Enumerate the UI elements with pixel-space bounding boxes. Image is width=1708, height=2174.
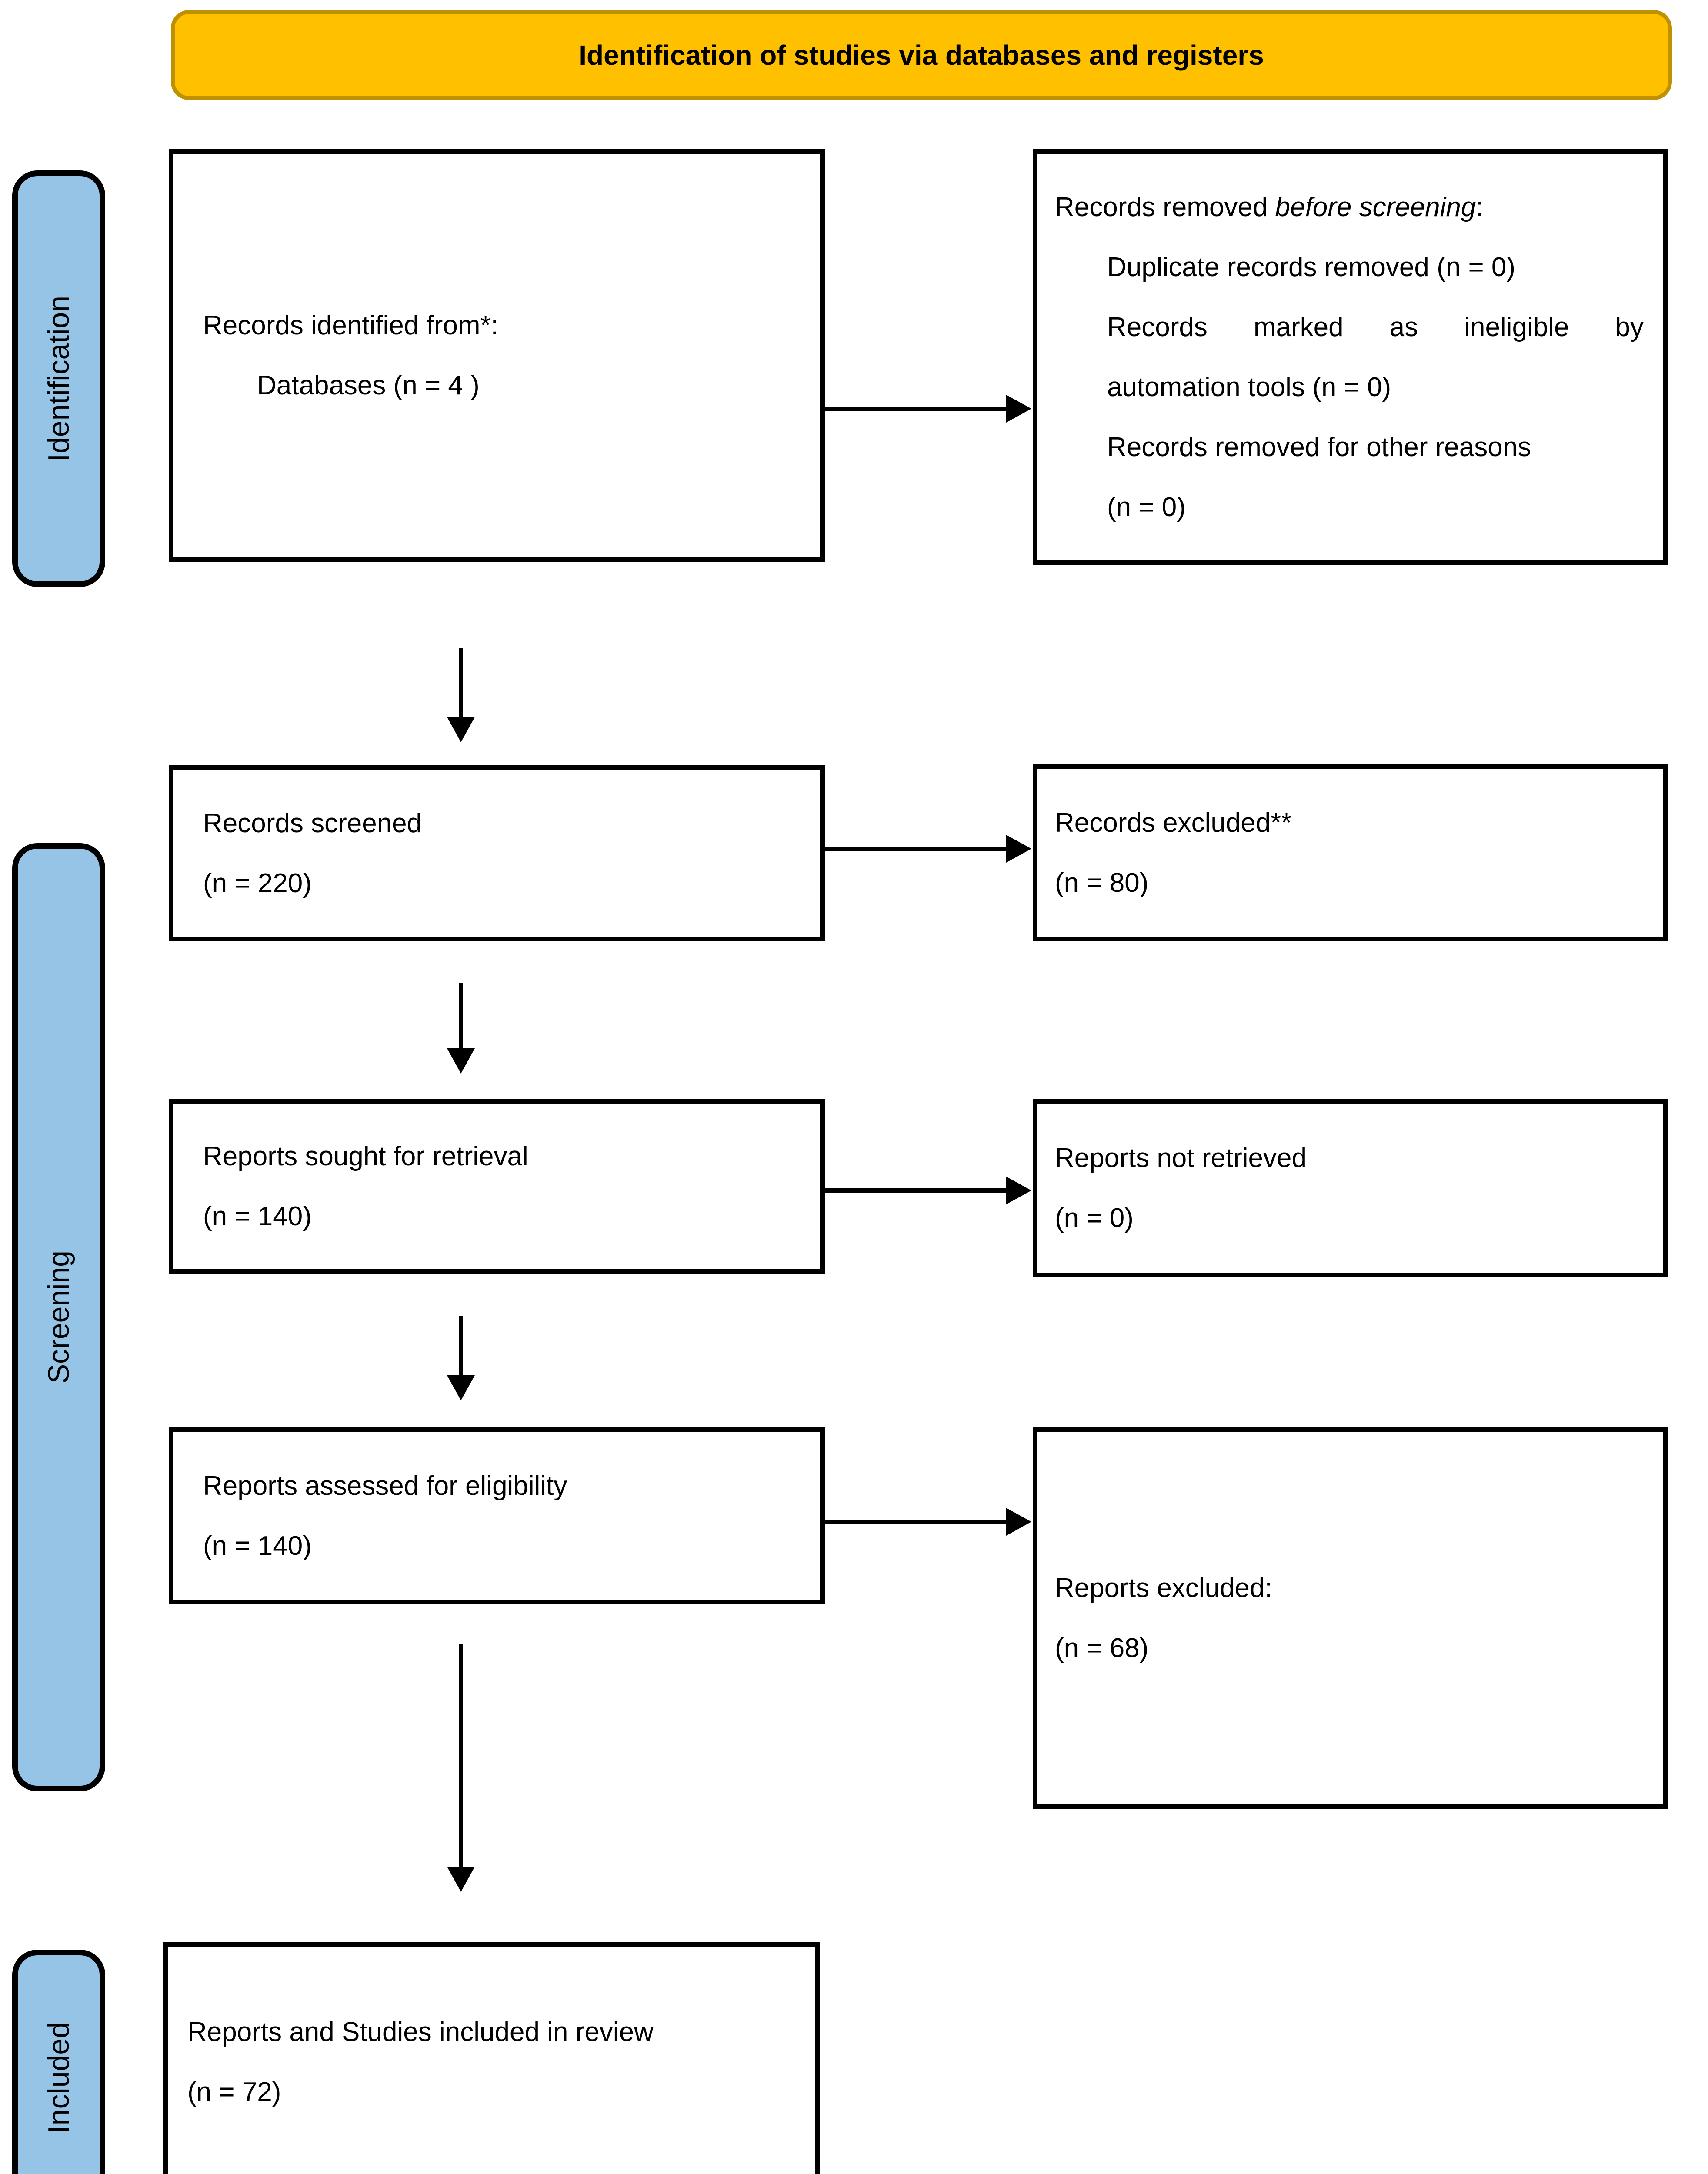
arrow-identified-to-removed — [825, 395, 1031, 423]
records-removed-item-other-1: Records removed for other reasons — [1107, 432, 1531, 462]
box-records-screened: Records screened (n = 220) — [169, 765, 825, 941]
banner-title-text: Identification of studies via databases … — [579, 39, 1264, 71]
stage-label-identification-text: Identification — [42, 296, 75, 462]
records-removed-intro-pre: Records removed — [1055, 192, 1275, 222]
box-reports-excluded: Reports excluded: (n = 68) — [1033, 1427, 1668, 1809]
records-removed-item-ineligible-1: Records marked as ineligible by — [1107, 312, 1644, 342]
reports-assessed-line2: (n = 140) — [203, 1530, 312, 1561]
arrow-assessed-to-reports-excluded — [825, 1508, 1031, 1536]
box-reports-sought: Reports sought for retrieval (n = 140) — [169, 1099, 825, 1274]
records-removed-intro-italic: before screening — [1275, 192, 1476, 222]
records-excluded-line2: (n = 80) — [1055, 867, 1149, 898]
included-in-review-line2: (n = 72) — [187, 2077, 281, 2107]
reports-sought-line2: (n = 140) — [203, 1201, 312, 1231]
banner-title: Identification of studies via databases … — [171, 10, 1672, 100]
box-records-removed: Records removed before screening: Duplic… — [1033, 149, 1668, 565]
included-in-review-line1: Reports and Studies included in review — [187, 2017, 654, 2047]
box-records-excluded: Records excluded** (n = 80) — [1033, 764, 1668, 941]
stage-label-included: Included — [12, 1950, 105, 2174]
stage-label-included-text: Included — [42, 2021, 75, 2134]
box-reports-assessed: Reports assessed for eligibility (n = 14… — [169, 1427, 825, 1604]
records-screened-line2: (n = 220) — [203, 868, 312, 898]
records-excluded-line1: Records excluded** — [1055, 807, 1292, 838]
reports-not-retrieved-line2: (n = 0) — [1055, 1203, 1134, 1233]
reports-sought-line1: Reports sought for retrieval — [203, 1141, 528, 1171]
reports-excluded-line2: (n = 68) — [1055, 1633, 1149, 1663]
stage-label-identification: Identification — [12, 170, 105, 587]
records-identified-line1: Records identified from*: — [203, 310, 498, 340]
records-identified-line2: Databases (n = 4 ) — [257, 370, 480, 400]
arrow-sought-to-assessed — [447, 1316, 475, 1400]
arrow-screened-to-excluded — [825, 835, 1031, 863]
arrow-identified-to-screened — [447, 648, 475, 742]
box-records-identified: Records identified from*: Databases (n =… — [169, 149, 825, 562]
arrow-assessed-to-included — [447, 1644, 475, 1892]
reports-assessed-line1: Reports assessed for eligibility — [203, 1470, 567, 1501]
box-included-in-review: Reports and Studies included in review (… — [163, 1942, 820, 2174]
stage-label-screening: Screening — [12, 843, 105, 1791]
records-removed-intro-post: : — [1476, 192, 1484, 222]
records-removed-item-duplicates: Duplicate records removed (n = 0) — [1107, 252, 1516, 282]
reports-excluded-line1: Reports excluded: — [1055, 1573, 1272, 1603]
records-screened-line1: Records screened — [203, 808, 422, 838]
records-removed-item-other-2: (n = 0) — [1107, 492, 1186, 522]
stage-label-screening-text: Screening — [42, 1250, 75, 1384]
records-removed-intro: Records removed before screening: — [1055, 177, 1644, 237]
arrow-sought-to-not-retrieved — [825, 1177, 1031, 1204]
records-removed-item-ineligible-2: automation tools (n = 0) — [1107, 372, 1391, 402]
arrow-screened-to-sought — [447, 983, 475, 1074]
reports-not-retrieved-line1: Reports not retrieved — [1055, 1143, 1307, 1173]
box-reports-not-retrieved: Reports not retrieved (n = 0) — [1033, 1099, 1668, 1277]
